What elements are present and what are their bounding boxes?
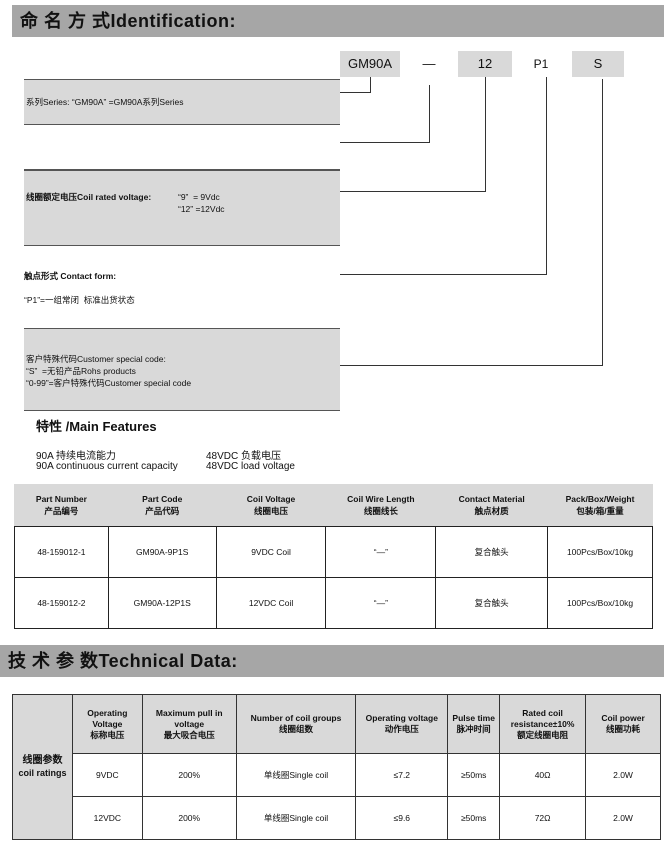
operate-voltage-cell: ≤9.6 <box>355 796 449 840</box>
coil-resistance-cell: 72Ω <box>499 796 587 840</box>
code-contact: P1 <box>533 57 549 71</box>
feature-current-en: 90A continuous current capacity <box>36 461 178 472</box>
operate-voltage-cell: ≤7.2 <box>355 753 449 797</box>
connector-contact-v <box>546 77 547 275</box>
table-row: 48-159012-2 GM90A-12P1S 12VDC Coil “—” 复… <box>14 576 653 629</box>
connector-series-v <box>370 77 371 93</box>
coil-groups-cell: 单线圈Single coil <box>235 753 357 797</box>
part-code-cell: GM90A-12P1S <box>107 576 217 629</box>
coil-voltage-title: 线圈额定电压Coil rated voltage: <box>26 192 152 202</box>
coil-resistance-cell: 40Ω <box>499 753 587 797</box>
coil-voltage-cell: 9VDC Coil <box>215 525 327 578</box>
operating-voltage-cell: 9VDC <box>71 753 143 797</box>
technical-header-cell: Rated coil resistance±10%额定线圈电阻 <box>499 694 587 754</box>
coil-voltage-band <box>24 170 340 246</box>
coil-voltage-cell: 12VDC Coil <box>215 576 327 629</box>
code-series-box: GM90A <box>340 51 400 77</box>
table-row: 48-159012-1 GM90A-9P1S 9VDC Coil “—” 复合触… <box>14 525 653 578</box>
part-code-cell: GM90A-9P1S <box>107 525 217 578</box>
connector-special-v <box>602 79 603 366</box>
max-pull-in-cell: 200% <box>141 796 237 840</box>
coil-voltage-opt1: “9” = 9Vdc <box>178 192 220 202</box>
pack-cell: 100Pcs/Box/10kg <box>547 576 653 629</box>
special-opt2: “0-99”=客户特殊代码Customer special code <box>26 378 192 388</box>
pack-cell: 100Pcs/Box/10kg <box>547 525 653 578</box>
blank-band <box>24 125 340 170</box>
technical-title: 技 术 参 数Technical Data: <box>0 645 664 677</box>
part-number-cell: 48-159012-2 <box>14 576 109 629</box>
feature-voltage-en: 48VDC load voltage <box>206 461 295 472</box>
special-title: 客户特殊代码Customer special code: <box>26 354 166 364</box>
coil-power-cell: 2.0W <box>585 796 661 840</box>
contact-option: “P1”=一组常闭 标准出货状态 <box>24 295 135 305</box>
feature-voltage-cn: 48VDC 负载电压 <box>206 451 282 462</box>
coil-power-cell: 2.0W <box>585 753 661 797</box>
series-text: 系列Series: “GM90A” =GM90A系列Series <box>26 97 184 107</box>
wire-length-cell: “—” <box>325 576 437 629</box>
table-row: 9VDC 200% 单线圈Single coil ≤7.2 ≥50ms 40Ω … <box>13 753 661 797</box>
identification-title: 命 名 方 式Identification: <box>12 5 664 37</box>
parts-table-header-bg <box>14 484 653 526</box>
table-row: 12VDC 200% 单线圈Single coil ≤9.6 ≥50ms 72Ω… <box>13 796 661 840</box>
wire-length-cell: “—” <box>325 525 437 578</box>
part-number-cell: 48-159012-1 <box>14 525 109 578</box>
contact-title: 触点形式 Contact form: <box>24 271 117 281</box>
contact-material-cell: 复合触头 <box>435 576 549 629</box>
pulse-time-cell: ≥50ms <box>447 796 501 840</box>
contact-material-cell: 复合触头 <box>435 525 549 578</box>
connector-dash-h <box>340 142 430 143</box>
code-dash: — <box>422 56 436 71</box>
coil-groups-cell: 单线圈Single coil <box>235 796 357 840</box>
max-pull-in-cell: 200% <box>141 753 237 797</box>
connector-dash-v <box>429 85 430 143</box>
code-special-box: S <box>572 51 624 77</box>
connector-voltage-h <box>340 191 486 192</box>
connector-contact-h <box>340 274 547 275</box>
connector-series-h <box>340 92 371 93</box>
special-opt1: “S” =无铅产品Rohs products <box>26 366 136 376</box>
pulse-time-cell: ≥50ms <box>447 753 501 797</box>
connector-voltage-v <box>485 77 486 192</box>
special-code-band <box>24 328 340 411</box>
connector-special-h <box>340 365 603 366</box>
series-band <box>24 79 340 125</box>
feature-current-cn: 90A 持续电流能力 <box>36 451 117 462</box>
features-title: 特性 /Main Features <box>36 419 157 434</box>
operating-voltage-cell: 12VDC <box>71 796 143 840</box>
code-voltage-box: 12 <box>458 51 512 77</box>
coil-voltage-opt2: “12” =12Vdc <box>178 204 225 214</box>
